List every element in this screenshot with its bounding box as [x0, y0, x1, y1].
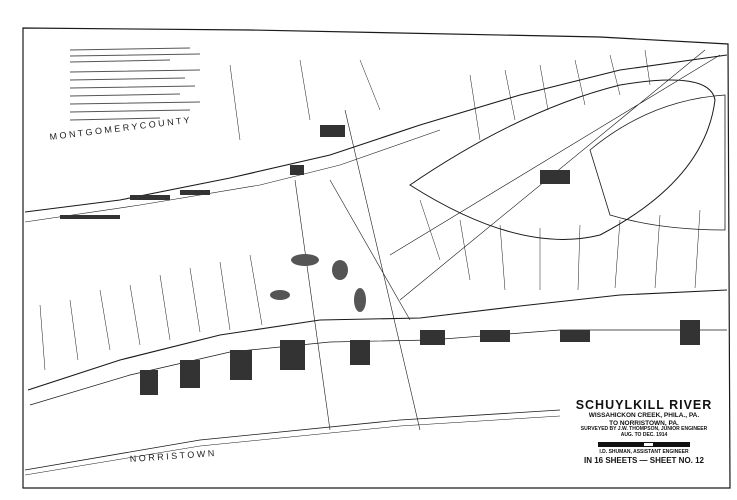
surveyed-by: SURVEYED BY J.W. THOMPSON, JUNIOR ENGINE… — [580, 426, 708, 433]
map-title: SCHUYLKILL RIVER — [575, 398, 713, 412]
survey-dates: AUG. TO DEC. 1914 — [620, 432, 668, 439]
river-south-bank — [27, 289, 728, 391]
railroad — [24, 409, 561, 471]
title-block: SCHUYLKILL RIVER WISSAHICKON CREEK, PHIL… — [560, 398, 728, 465]
notes-text — [69, 47, 201, 121]
map-subtitle-2: TO NORRISTOWN, PA. — [609, 419, 679, 427]
map-border — [22, 27, 731, 489]
map-subtitle-1: WISSAHICKON CREEK, PHILA., PA. — [588, 412, 700, 420]
scale-bar — [598, 441, 690, 447]
island — [409, 79, 716, 240]
cross-sections — [39, 49, 701, 371]
label-norristown: N O R R I S T O W N — [129, 448, 214, 464]
east-island — [589, 94, 726, 231]
sheet-number: IN 16 SHEETS — SHEET NO. 12 — [583, 455, 705, 465]
buildings — [60, 125, 700, 395]
assistant-engineer: I.D. SHUMAN, ASSISTANT ENGINEER — [599, 448, 689, 455]
islets — [270, 254, 366, 312]
bridge — [329, 49, 721, 431]
